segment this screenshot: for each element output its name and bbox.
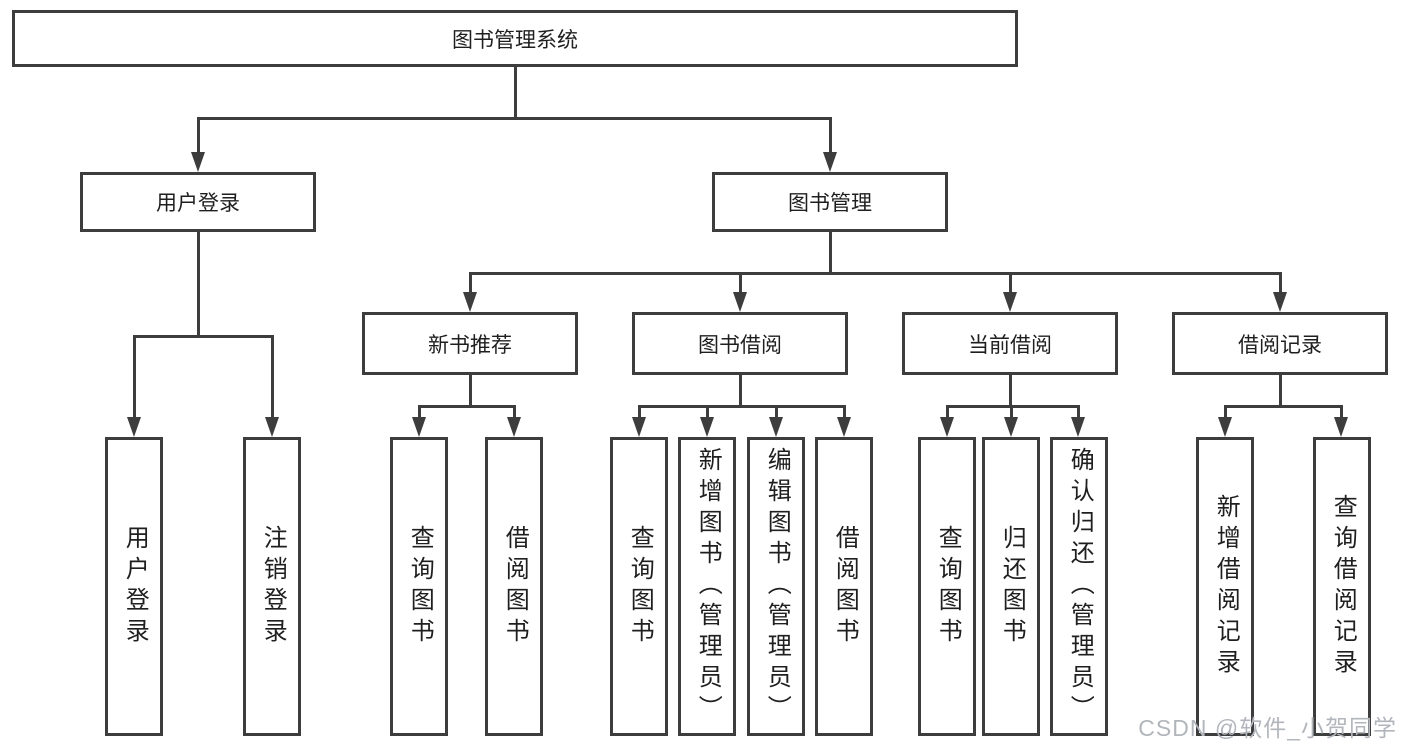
arrowhead-current-borrow — [1003, 292, 1017, 312]
watermark: CSDN @软件_小贺同学 — [1138, 715, 1397, 741]
arrowhead-leaf-login — [127, 417, 141, 437]
connector-drop-leaf-logout — [271, 335, 274, 420]
connector-drop-newbook-borrow — [513, 405, 516, 420]
connector-bookborrow-bar — [638, 405, 845, 408]
connector-drop-borrow-record — [1279, 272, 1282, 295]
node-new-book-recommend: 新书推荐 — [362, 312, 578, 375]
node-new-book-recommend-label: 新书推荐 — [428, 333, 512, 357]
node-book-borrow-label: 图书借阅 — [698, 333, 782, 357]
leaf-borrow-query-books: 查询图书 — [610, 437, 668, 736]
leaf-current-query-books-label: 查询图书 — [934, 524, 962, 649]
leaf-logout: 注销登录 — [243, 437, 301, 736]
connector-userlogin-bar — [133, 335, 274, 338]
leaf-record-query-borrow-record: 查询借阅记录 — [1313, 437, 1371, 736]
connector-root-bar — [197, 117, 832, 120]
leaf-current-confirm-return-admin: 确认归还（管理员） — [1050, 437, 1108, 736]
leaf-borrow-add-books-admin: 新增图书（管理员） — [678, 437, 736, 736]
arrowhead-leaf-logout — [265, 417, 279, 437]
node-book-borrow: 图书借阅 — [632, 312, 848, 375]
leaf-current-return-books-label: 归还图书 — [998, 524, 1026, 649]
arrowhead-bb-edit — [769, 417, 783, 437]
connector-bookmgmt-stem — [829, 232, 832, 275]
leaf-record-add-borrow-record-label: 新增借阅记录 — [1212, 493, 1240, 680]
node-user-login: 用户登录 — [80, 172, 316, 232]
connector-drop-br-add — [1224, 405, 1227, 420]
connector-drop-current-borrow — [1009, 272, 1012, 295]
leaf-borrow-borrow-books-label: 借阅图书 — [831, 524, 859, 649]
connector-newbook-stem — [469, 375, 472, 408]
node-root-label: 图书管理系统 — [452, 28, 578, 52]
connector-drop-bb-edit — [775, 405, 778, 420]
node-root: 图书管理系统 — [12, 10, 1018, 67]
leaf-newbook-query-books: 查询图书 — [390, 437, 448, 736]
connector-currentborrow-stem — [1009, 375, 1012, 408]
connector-bookmgmt-bar — [469, 272, 1281, 275]
leaf-user-login: 用户登录 — [105, 437, 163, 736]
arrowhead-book-borrow — [733, 292, 747, 312]
leaf-borrow-query-books-label: 查询图书 — [626, 524, 654, 649]
leaf-current-return-books: 归还图书 — [982, 437, 1040, 736]
arrowhead-cb-query — [940, 417, 954, 437]
node-current-borrow-label: 当前借阅 — [968, 333, 1052, 357]
arrowhead-br-add — [1218, 417, 1232, 437]
connector-drop-book-borrow — [739, 272, 742, 295]
leaf-record-add-borrow-record: 新增借阅记录 — [1196, 437, 1254, 736]
leaf-borrow-borrow-books: 借阅图书 — [815, 437, 873, 736]
leaf-borrow-add-books-admin-label: 新增图书（管理员） — [694, 447, 722, 726]
connector-currentborrow-bar — [946, 405, 1080, 408]
connector-userlogin-stem — [197, 232, 200, 338]
connector-drop-bb-borrow — [843, 405, 846, 420]
arrowhead-borrow-record — [1273, 292, 1287, 312]
arrowhead-user-login — [191, 152, 205, 172]
node-user-login-label: 用户登录 — [156, 192, 240, 215]
leaf-borrow-edit-books-admin: 编辑图书（管理员） — [747, 437, 805, 736]
arrowhead-cb-return — [1004, 417, 1018, 437]
connector-drop-bb-query — [638, 405, 641, 420]
leaf-logout-label: 注销登录 — [259, 524, 287, 649]
node-book-management-label: 图书管理 — [788, 192, 872, 215]
connector-borrowrecord-stem — [1279, 375, 1282, 408]
leaf-borrow-edit-books-admin-label: 编辑图书（管理员） — [763, 447, 791, 726]
connector-borrowrecord-bar — [1224, 405, 1342, 408]
arrowhead-cb-confirm — [1071, 417, 1085, 437]
node-borrow-record-label: 借阅记录 — [1238, 333, 1322, 357]
arrowhead-br-query — [1334, 417, 1348, 437]
connector-drop-cb-confirm — [1077, 405, 1080, 420]
connector-drop-bb-add — [706, 405, 709, 420]
leaf-record-query-borrow-record-label: 查询借阅记录 — [1329, 493, 1357, 680]
node-borrow-record: 借阅记录 — [1172, 312, 1388, 375]
arrowhead-bb-add — [700, 417, 714, 437]
arrowhead-newbook-borrow — [507, 417, 521, 437]
connector-drop-cb-return — [1010, 405, 1013, 420]
arrowhead-bb-borrow — [837, 417, 851, 437]
connector-root-stem — [514, 67, 517, 120]
leaf-newbook-query-books-label: 查询图书 — [406, 524, 434, 649]
leaf-current-confirm-return-admin-label: 确认归还（管理员） — [1066, 447, 1094, 726]
leaf-user-login-label: 用户登录 — [121, 524, 149, 649]
connector-bookborrow-stem — [739, 375, 742, 408]
leaf-newbook-borrow-books-label: 借阅图书 — [501, 524, 529, 649]
arrowhead-bb-query — [632, 417, 646, 437]
connector-newbook-bar — [418, 405, 516, 408]
leaf-newbook-borrow-books: 借阅图书 — [485, 437, 543, 736]
connector-drop-new-book — [469, 272, 472, 295]
connector-drop-newbook-query — [418, 405, 421, 420]
connector-drop-user-login — [197, 117, 200, 155]
arrowhead-newbook-query — [412, 417, 426, 437]
connector-drop-br-query — [1340, 405, 1343, 420]
leaf-current-query-books: 查询图书 — [918, 437, 976, 736]
arrowhead-new-book — [463, 292, 477, 312]
node-book-management: 图书管理 — [712, 172, 948, 232]
connector-drop-book-mgmt — [829, 117, 832, 155]
node-current-borrow: 当前借阅 — [902, 312, 1118, 375]
arrowhead-book-mgmt — [823, 152, 837, 172]
connector-drop-leaf-login — [133, 335, 136, 420]
connector-drop-cb-query — [946, 405, 949, 420]
